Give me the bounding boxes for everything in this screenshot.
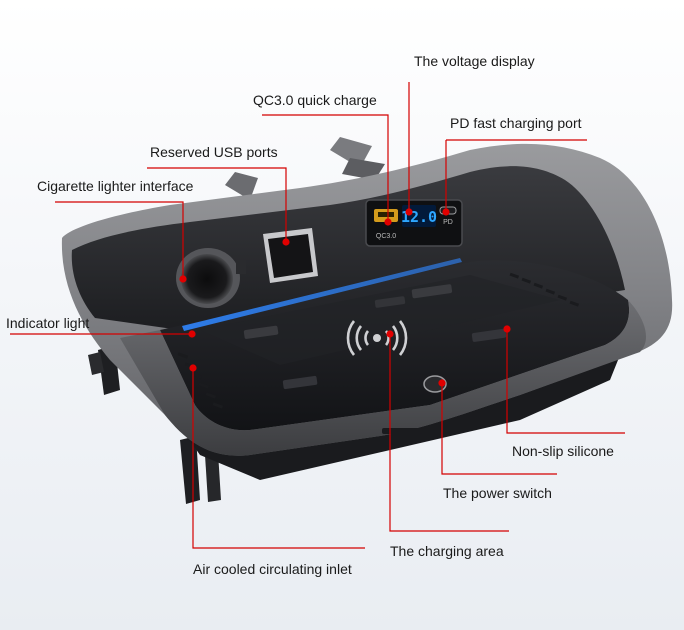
callout-voltage-display: The voltage display <box>414 53 535 69</box>
cigarette-lighter-socket <box>176 248 246 308</box>
front-lip <box>120 300 647 456</box>
charging-port-module: QC3.0 12.0 PD <box>365 199 463 247</box>
callout-indicator: Indicator light <box>6 315 90 331</box>
air-vents <box>177 272 580 409</box>
indicator-light-strip <box>182 258 462 331</box>
callout-lighter: Cigarette lighter interface <box>37 178 194 194</box>
qc-port-label: QC3.0 <box>376 233 396 240</box>
callout-charging-area: The charging area <box>390 543 504 559</box>
callout-qc-quick-charge: QC3.0 quick charge <box>253 92 377 108</box>
callout-silicone: Non-slip silicone <box>512 443 614 459</box>
callout-usb-ports: Reserved USB ports <box>150 144 278 160</box>
reserved-usb-port <box>263 228 318 283</box>
wireless-charging-icon <box>346 320 408 356</box>
callout-power-switch: The power switch <box>443 485 552 501</box>
charging-pad <box>200 275 560 390</box>
callout-lines <box>10 82 625 549</box>
callout-air-inlet: Air cooled circulating inlet <box>193 561 352 577</box>
front-slot <box>382 428 422 434</box>
pd-port-label: PD <box>443 219 453 226</box>
callout-pd-port: PD fast charging port <box>450 115 582 131</box>
